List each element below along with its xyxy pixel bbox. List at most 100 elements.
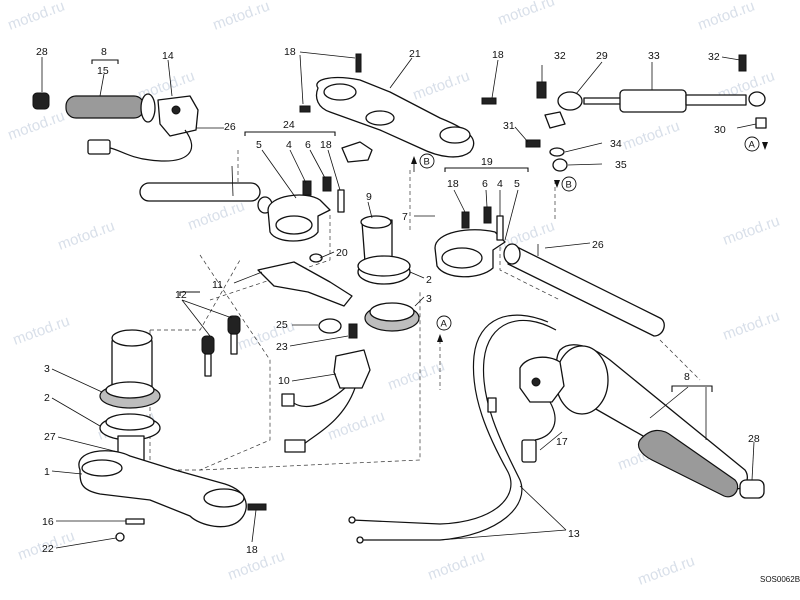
left-grip-assembly (32, 92, 345, 242)
circle-letter-icon (744, 136, 760, 152)
callout-23: 23 (276, 341, 288, 353)
callout-32: 32 (708, 51, 720, 63)
leader-lines (41, 51, 757, 549)
callout-22: 22 (42, 543, 54, 555)
watermark: motod.ru (326, 408, 387, 444)
throttle-cable (360, 319, 557, 541)
right-switch-connector (521, 439, 537, 463)
bar-end-weight (739, 479, 765, 499)
arrow-icon (554, 180, 560, 188)
reference-letter: B (424, 157, 430, 168)
watermark: motod.ru (721, 308, 782, 344)
arrow-icon (762, 142, 768, 150)
reference-b-right: B (554, 176, 577, 192)
damper-bracket (557, 91, 583, 111)
watermark: motod.ru (386, 358, 447, 394)
damper-rod (583, 97, 625, 105)
callout-28: 28 (36, 46, 48, 58)
callout-10: 10 (278, 375, 290, 387)
callout-20: 20 (336, 247, 348, 259)
circle-letter-icon (436, 315, 452, 331)
watermark-layer: motod.ru motod.ru motod.ru motod.ru moto… (6, 0, 782, 589)
throttle-drum (555, 345, 609, 415)
watermark: motod.ru (6, 0, 67, 34)
watermark: motod.ru (696, 0, 757, 34)
callout-17: 17 (556, 436, 568, 448)
group-brackets (91, 59, 713, 392)
callout-24: 24 (283, 119, 295, 131)
callout-21: 21 (409, 48, 421, 60)
drawing-code: SOS0062B (760, 575, 800, 584)
callout-6: 6 (305, 139, 311, 151)
right-grip (637, 429, 739, 498)
callout-7: 7 (402, 211, 408, 223)
callout-12: 12 (175, 289, 187, 301)
callout-2: 2 (44, 392, 50, 404)
callout-5: 5 (514, 178, 520, 190)
watermark: motod.ru (211, 0, 272, 34)
reference-a-center: A (436, 315, 452, 342)
callout-9: 9 (366, 191, 372, 203)
callout-11: 11 (212, 279, 223, 291)
left-switch-wire (109, 129, 193, 162)
damper-body (619, 89, 687, 113)
watermark: motod.ru (6, 108, 67, 144)
callout-26: 26 (224, 121, 236, 133)
arrow-icon (437, 334, 443, 342)
callout-35: 35 (615, 159, 627, 171)
ignition-sensor (333, 349, 371, 389)
callout-29: 29 (596, 50, 608, 62)
watermark: motod.ru (636, 553, 697, 589)
throttle-cable (351, 314, 549, 525)
callout-8: 8 (684, 371, 690, 383)
callout-31: 31 (503, 120, 515, 132)
callout-4: 4 (286, 139, 292, 151)
ignition-key (227, 315, 241, 335)
cover-plate (257, 261, 353, 307)
callout-27: 27 (44, 431, 56, 443)
callout-4: 4 (497, 178, 503, 190)
callout-18: 18 (284, 46, 296, 58)
callout-33: 33 (648, 50, 660, 62)
right-switch-housing (519, 356, 565, 403)
callout-18: 18 (246, 544, 258, 556)
callout-2: 2 (426, 274, 432, 286)
lower-triple-clamp (78, 329, 267, 542)
steering-damper (525, 54, 767, 172)
right-clip-on-assembly (201, 206, 506, 453)
left-grip (65, 95, 145, 119)
watermark: motod.ru (426, 548, 487, 584)
callout-13: 13 (568, 528, 580, 540)
right-grip-assembly (348, 243, 765, 544)
watermark: motod.ru (721, 213, 782, 249)
callout-3: 3 (426, 293, 432, 305)
callout-5: 5 (256, 139, 262, 151)
callout-28: 28 (748, 433, 760, 445)
reference-a-right: A (744, 136, 768, 152)
watermark: motod.ru (411, 68, 472, 104)
watermark: motod.ru (11, 313, 72, 349)
right-handlebar-tube (507, 245, 665, 337)
callout-25: 25 (276, 319, 288, 331)
reference-letter: A (749, 140, 756, 151)
callout-8: 8 (101, 46, 107, 58)
callout-18: 18 (492, 49, 504, 61)
callout-16: 16 (42, 516, 54, 528)
top-yoke (315, 76, 475, 158)
reference-letter: B (566, 180, 572, 191)
callout-6: 6 (482, 178, 488, 190)
left-grip-flange (140, 93, 156, 123)
callout-32: 32 (554, 50, 566, 62)
callout-14: 14 (162, 50, 174, 62)
arrow-icon (411, 156, 417, 164)
callout-numbers: 28 8 15 14 26 18 21 18 32 29 33 32 30 31… (36, 46, 760, 556)
circle-letter-icon (561, 176, 577, 192)
left-handlebar-tube (139, 182, 261, 202)
callout-18: 18 (320, 139, 332, 151)
watermark: motod.ru (236, 318, 297, 354)
left-switch-housing (157, 95, 199, 137)
callout-1: 1 (44, 466, 50, 478)
callout-18: 18 (447, 178, 459, 190)
